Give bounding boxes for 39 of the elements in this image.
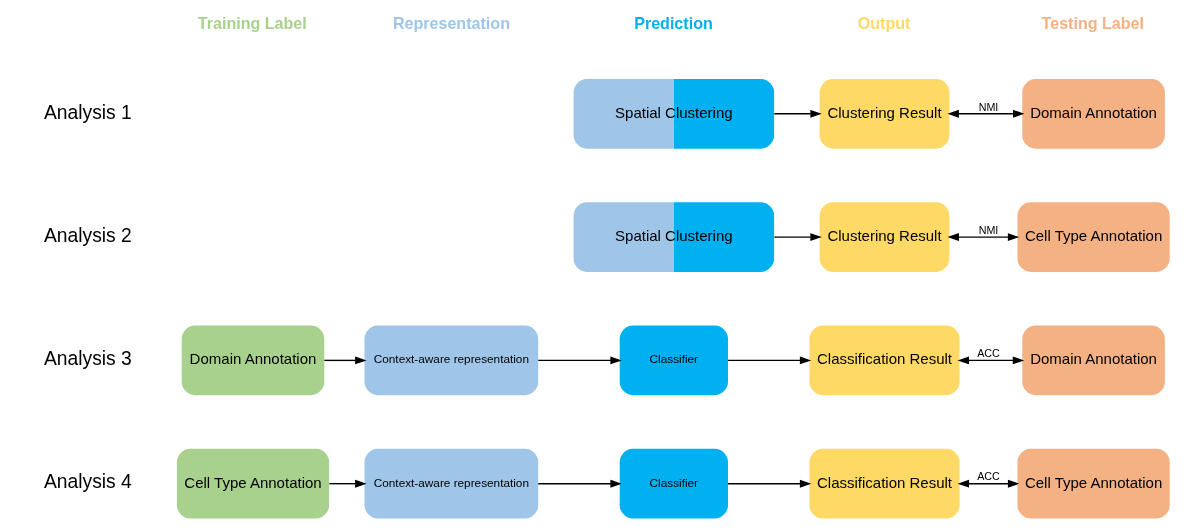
arrow [726, 479, 811, 488]
arrow [726, 356, 811, 365]
node-box: Classification Result [808, 325, 960, 396]
label: Analysis 2 [43, 224, 132, 246]
label: Training Label [197, 13, 307, 32]
arrow [773, 109, 822, 118]
arrow [773, 233, 822, 242]
label: Testing Label [1041, 13, 1144, 32]
node-box: Domain Annotation [1021, 78, 1165, 149]
node-box: Clustering Result [819, 202, 949, 272]
edge-label: ACC [976, 470, 1000, 483]
label: Representation [392, 13, 510, 32]
node-box: Cell Type Annotation [1016, 202, 1170, 272]
node-box: Cell Type Annotation [176, 448, 329, 519]
node-box: Context-aware representation [364, 448, 538, 519]
node-box: Context-aware representation [364, 325, 538, 396]
label: Analysis 3 [43, 348, 132, 370]
arrow [957, 356, 1024, 365]
edge-label: ACC [976, 347, 1000, 360]
node-box: Classifier [619, 448, 728, 519]
node-box: Cell Type Annotation [1016, 448, 1170, 519]
arrow [947, 109, 1024, 118]
node-box: Classification Result [808, 448, 960, 519]
arrow [957, 479, 1019, 488]
arrow [328, 479, 366, 488]
node-box: Domain Annotation [1021, 325, 1165, 396]
edge-label: NMI [978, 100, 998, 113]
label: Prediction [633, 13, 713, 32]
arrow [537, 356, 622, 365]
label: Analysis 1 [43, 101, 132, 123]
arrow [947, 233, 1019, 242]
edge-label: NMI [978, 223, 998, 236]
node-box: Clustering Result [819, 78, 949, 149]
node-box: Domain Annotation [181, 325, 324, 396]
label: Output [857, 13, 910, 32]
label: Analysis 4 [43, 471, 132, 493]
arrow [323, 356, 366, 365]
node-box: Classifier [619, 325, 728, 396]
arrow [537, 479, 622, 488]
